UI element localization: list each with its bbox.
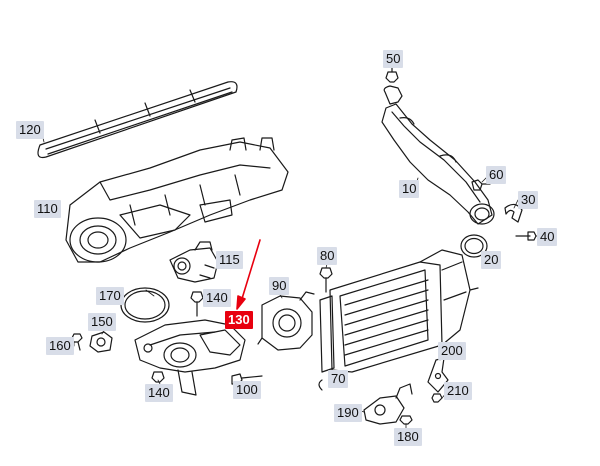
throttle-body-90-drawing [257, 291, 315, 351]
callout-70: 70 [328, 370, 349, 388]
charge-air-hose-10-drawing [381, 85, 495, 225]
callout-30: 30 [518, 191, 539, 209]
callout-40: 40 [537, 228, 558, 246]
highlight-arrow [236, 239, 261, 310]
callout-170: 170 [96, 287, 124, 305]
callout-120: 120 [16, 121, 44, 139]
callout-160: 160 [46, 337, 74, 355]
callout-80: 80 [317, 247, 338, 265]
callout-50: 50 [383, 50, 404, 68]
callout-140-bottom: 140 [145, 384, 173, 402]
callout-90: 90 [269, 277, 290, 295]
callout-200: 200 [438, 342, 466, 360]
intake-pipe-130-drawing [134, 319, 246, 396]
callout-180: 180 [394, 428, 422, 446]
bolt-60-drawing [471, 179, 491, 191]
intake-manifold-110-drawing [65, 137, 289, 263]
bolt-50-drawing [385, 65, 399, 83]
screw-40-drawing [515, 231, 537, 241]
callout-115: 115 [216, 251, 243, 269]
bolt-80-drawing [319, 267, 333, 293]
sensor-bracket-190-drawing [363, 383, 413, 425]
o-ring-170-drawing [120, 287, 170, 323]
callout-130: 130 [225, 311, 253, 329]
charge-air-cooler-70-drawing [318, 249, 479, 391]
bracket-200-drawing [427, 357, 449, 393]
callout-140-top: 140 [203, 289, 231, 307]
callout-190: 190 [334, 404, 362, 422]
clip-30-drawing [504, 203, 523, 223]
callout-60: 60 [486, 166, 507, 184]
bolt-140-top-drawing [190, 291, 204, 317]
sensor-150-drawing [89, 331, 113, 353]
bracket-115-drawing [169, 241, 219, 283]
callout-110: 110 [34, 200, 61, 218]
o-ring-20-drawing [460, 234, 488, 258]
callout-100: 100 [233, 381, 261, 399]
callout-210: 210 [444, 382, 472, 400]
callout-20: 20 [481, 251, 502, 269]
screw-180-drawing [399, 415, 413, 425]
bolt-140-bottom-drawing [151, 371, 165, 383]
screw-210-drawing [431, 393, 443, 403]
gasket-120-drawing [37, 81, 238, 159]
callout-150: 150 [88, 313, 116, 331]
callout-10: 10 [399, 180, 420, 198]
